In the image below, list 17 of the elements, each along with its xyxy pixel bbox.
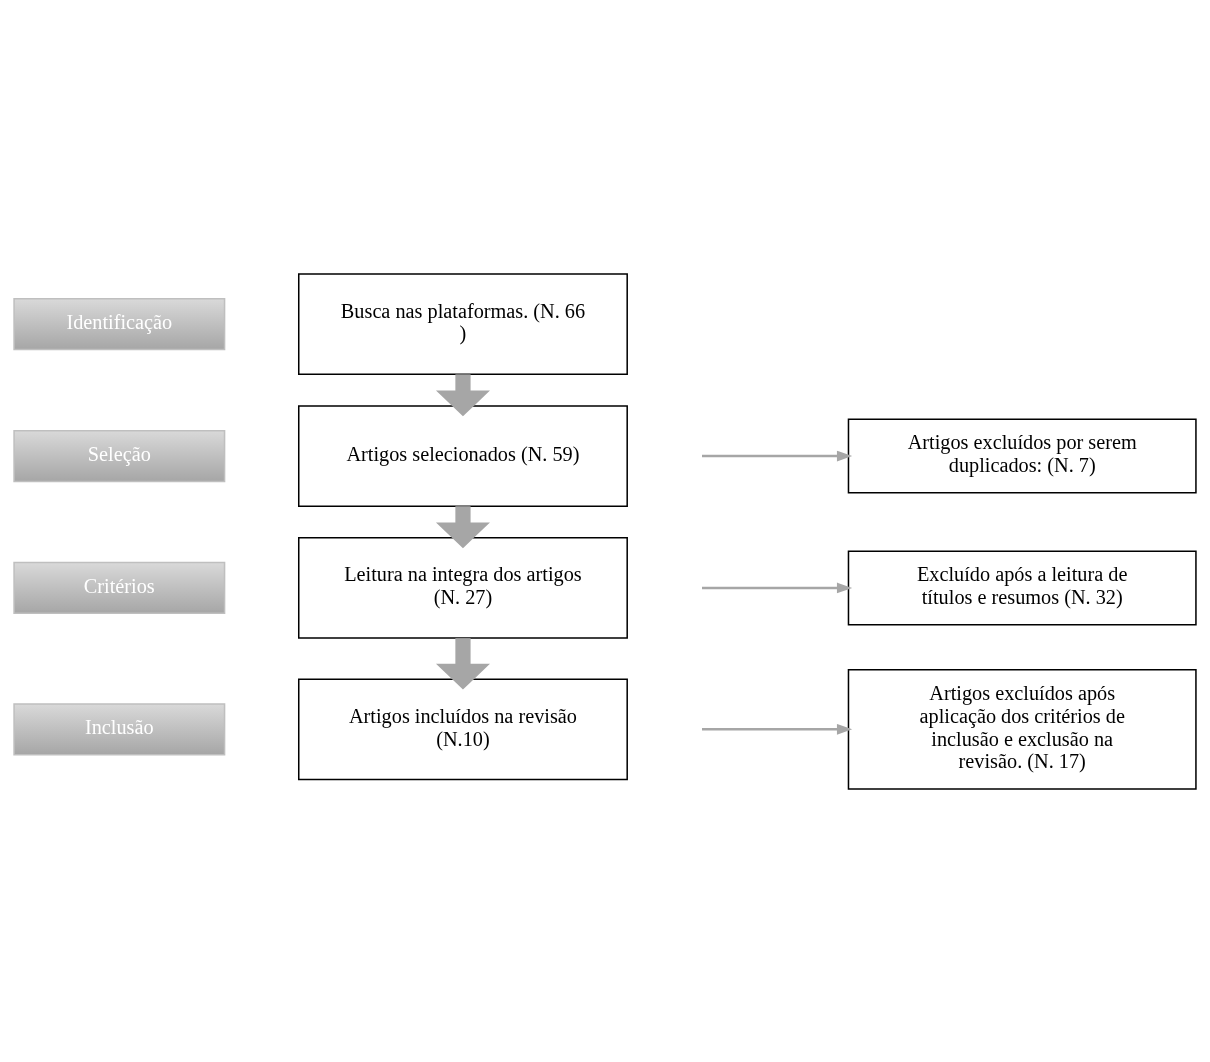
node-box: Critérios <box>13 561 226 614</box>
arrow <box>702 723 853 735</box>
node-box: Artigos selecionados (N. 59) <box>298 404 628 507</box>
node-box: Artigos excluídos após aplicação dos critérios de inclusão e exclusão na revisão. (N. 17) <box>847 668 1197 790</box>
node-box: Inclusão <box>13 702 226 755</box>
arrow <box>435 373 490 416</box>
node-box: Identificação <box>13 297 226 350</box>
arrow <box>435 505 490 548</box>
arrow <box>702 450 853 461</box>
node-box: Seleção <box>13 429 226 482</box>
node-box: Busca nas plataformas. (N. 66 ) <box>298 272 628 375</box>
arrow <box>702 582 853 593</box>
node-box: Excluído após a leitura de títulos e resumos (N. 32) <box>847 549 1197 625</box>
node-box: Artigos excluídos por serem duplicados: (N. 7) <box>847 418 1197 494</box>
arrow <box>435 637 490 690</box>
node-box: Leitura na integra dos artigos (N. 27) <box>298 536 628 639</box>
node-box: Artigos incluídos na revisão (N.10) <box>298 678 628 780</box>
